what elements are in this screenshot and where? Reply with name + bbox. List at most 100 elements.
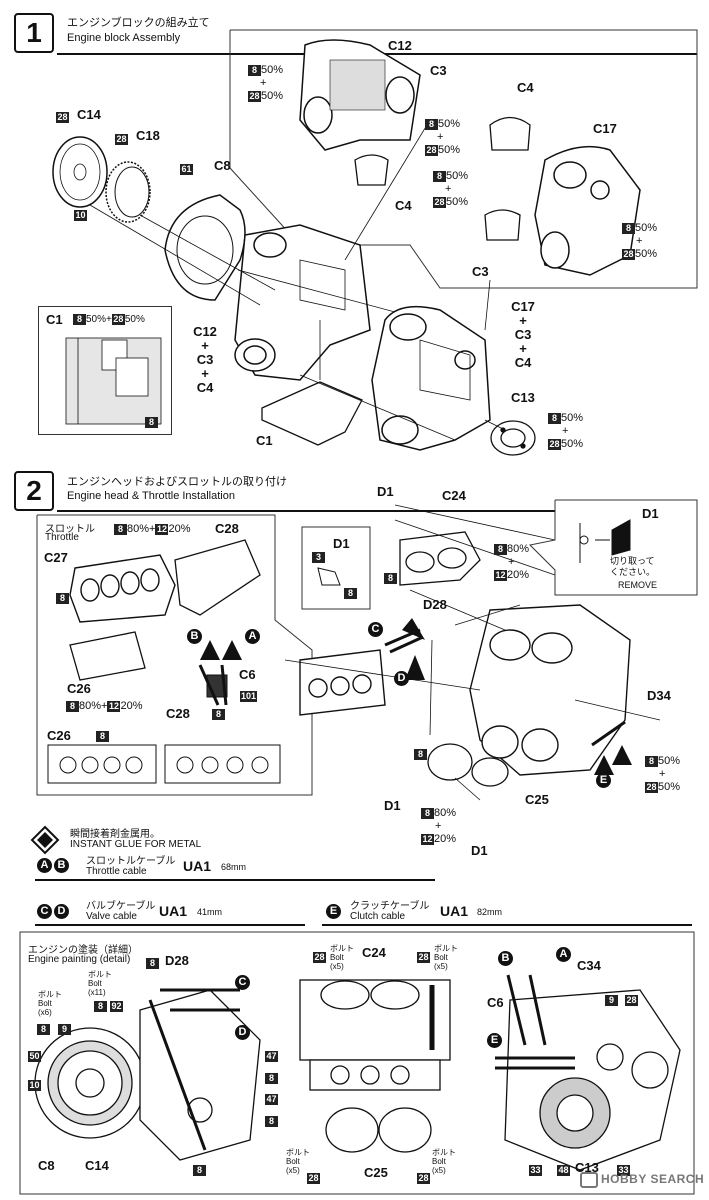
d1-box-color-b: 8 [344, 585, 357, 603]
throttle-rail-c26 [69, 631, 146, 681]
cable-e-marker: E [596, 770, 611, 788]
step1-title-en: Engine block Assembly [67, 32, 181, 44]
c24-color: 8 [384, 570, 397, 588]
label-c8: C8 [214, 158, 231, 173]
cable-ab-jp: スロットルケーブル [86, 856, 176, 867]
right-code-2: 28 [625, 995, 638, 1007]
label-d1-box: D1 [333, 536, 350, 551]
mid-code-4: 28 [417, 1173, 430, 1185]
label-c6: C6 [239, 667, 256, 682]
d1-box [301, 526, 371, 610]
c26-b-color: 8 [96, 728, 109, 746]
c1-box-color: 8 [145, 414, 158, 432]
c1-plate [261, 381, 363, 446]
cable-cd-length: 41mm [197, 907, 223, 917]
label-c1: C1 [256, 433, 273, 448]
remove-en: REMOVE [618, 580, 658, 590]
c25-color: 8 [414, 746, 427, 764]
paint-left-code-8: 47 [265, 1051, 278, 1063]
c28-b-color: 8 [212, 706, 225, 724]
c1-detail-box [38, 306, 172, 435]
label-d28: D28 [423, 597, 447, 612]
crankcase-half-c12 [299, 39, 421, 151]
paint-left-code-11: 8 [265, 1113, 278, 1131]
c1-detail-art [65, 337, 162, 425]
crankcase-half-c17 [534, 145, 641, 276]
c27-color: 8 [56, 590, 69, 608]
stack-right: C17+ C3+ C4 [511, 299, 535, 370]
label-c24: C24 [442, 488, 466, 503]
label-c25: C25 [525, 792, 549, 807]
paint-left-code-5: 9 [58, 1021, 71, 1039]
throttle-label-en: Throttle [45, 532, 79, 543]
cable-e-length: 82mm [477, 907, 503, 917]
step2-leader-lines [284, 504, 661, 801]
c18-gear [105, 161, 151, 223]
label-c12: C12 [388, 38, 412, 53]
label-c13-paint: C13 [575, 1160, 599, 1175]
cable-e-row: E [326, 901, 341, 919]
stack-left: C12+ C3+ C4 [193, 324, 217, 395]
painting-left-render [34, 988, 261, 1161]
right-code-4: 48 [557, 1165, 570, 1177]
cable-b-marker: B [187, 626, 202, 644]
step2-title-en: Engine head & Throttle Installation [67, 490, 235, 502]
label-c26-b: C26 [47, 728, 71, 743]
label-d1-a: D1 [377, 484, 394, 499]
label-c14-paint: C14 [85, 1158, 109, 1173]
mid-code-2: 28 [417, 952, 430, 964]
label-d34: D34 [647, 688, 671, 703]
painting-title-en: Engine painting (detail) [28, 954, 131, 965]
paint-left-code-3: 92 [110, 1001, 123, 1013]
c13-cap [490, 420, 536, 456]
cable-arrows [200, 618, 632, 775]
right-code-1: 9 [605, 992, 618, 1010]
label-c25-paint: C25 [364, 1165, 388, 1180]
cable-cd-code: UA1 [159, 903, 188, 919]
cable-e-paint: E [487, 1030, 502, 1048]
right-code-3: 33 [529, 1165, 542, 1177]
cable-ab-code: UA1 [183, 858, 212, 874]
label-c28-top: C28 [215, 521, 239, 536]
head-c24 [399, 531, 481, 586]
c26-c28-detail [47, 744, 281, 784]
paint-left-code-2: 8 [94, 998, 107, 1016]
c18-color: 28 [115, 134, 128, 146]
painting-mid-render [299, 979, 451, 1153]
paint-left-code-1: 8 [146, 955, 159, 973]
label-c24-paint: C24 [362, 945, 386, 960]
c14-disc [52, 136, 108, 208]
step2-title-jp: エンジンヘッドおよびスロットルの取り付け [67, 476, 287, 488]
step2-header-rule [57, 510, 697, 512]
label-d1-b: D1 [384, 798, 401, 813]
cable-a-marker: A [245, 626, 260, 644]
painting-panel-frame [19, 931, 695, 1195]
engine-head-assembly [299, 604, 631, 776]
mid-code-3: 28 [307, 1173, 320, 1185]
c6-color: 101 [240, 691, 258, 703]
label-c28-b: C28 [166, 706, 190, 721]
engine-block-right [371, 305, 491, 451]
step1-callout-frame [229, 29, 698, 289]
step1-title-jp: エンジンブロックの組み立て [67, 17, 210, 29]
cable-pairs [198, 628, 626, 747]
step2-number: 2 [14, 471, 54, 511]
paint-left-code-12: 8 [193, 1162, 206, 1180]
label-c6-paint: C6 [487, 995, 504, 1010]
glue-jp: 瞬間接着剤金属用。 [70, 829, 160, 840]
throttle-link-c28 [174, 539, 261, 616]
label-c8-paint: C8 [38, 1158, 55, 1173]
